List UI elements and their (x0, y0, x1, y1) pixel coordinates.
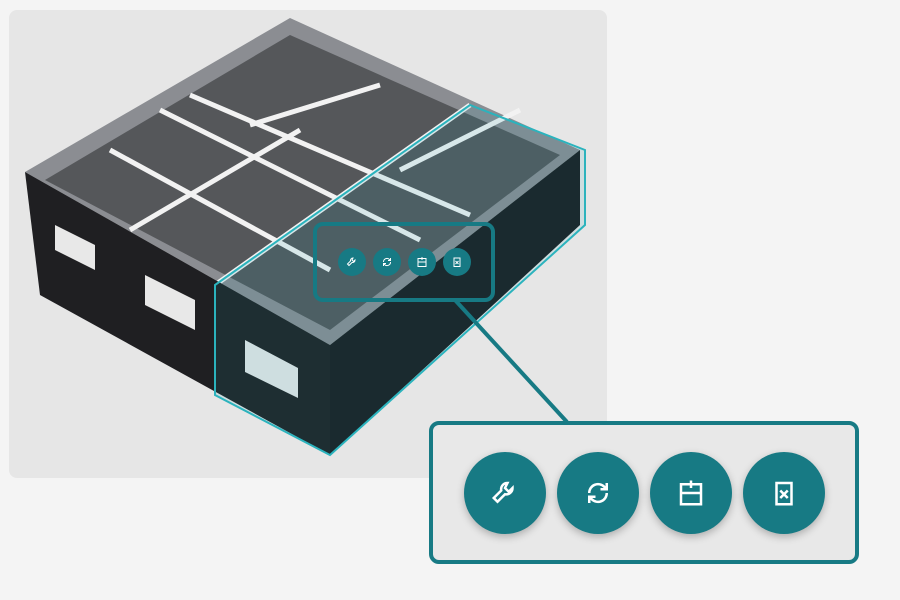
rotate-icon (382, 257, 391, 267)
add-module-icon (679, 480, 702, 505)
wrench-icon (346, 257, 355, 267)
selected-module-highlight (214, 103, 586, 457)
add-module-button[interactable] (649, 451, 732, 534)
rotate-button[interactable] (556, 451, 639, 534)
module-toolbar-callout (429, 421, 859, 564)
delete-icon (453, 257, 460, 267)
callout-connector (453, 298, 569, 424)
windows (55, 225, 298, 398)
configure-button[interactable] (463, 451, 546, 534)
delete-button[interactable] (742, 451, 825, 534)
add-module-button[interactable] (407, 248, 436, 276)
delete-icon (774, 481, 793, 505)
rotate-button[interactable] (372, 248, 401, 276)
module-toolbar-inline (313, 222, 495, 302)
wrench-icon (491, 481, 514, 504)
add-module-icon (417, 257, 426, 267)
rotate-icon (587, 482, 608, 503)
delete-button[interactable] (442, 248, 471, 276)
configure-button[interactable] (337, 248, 366, 276)
